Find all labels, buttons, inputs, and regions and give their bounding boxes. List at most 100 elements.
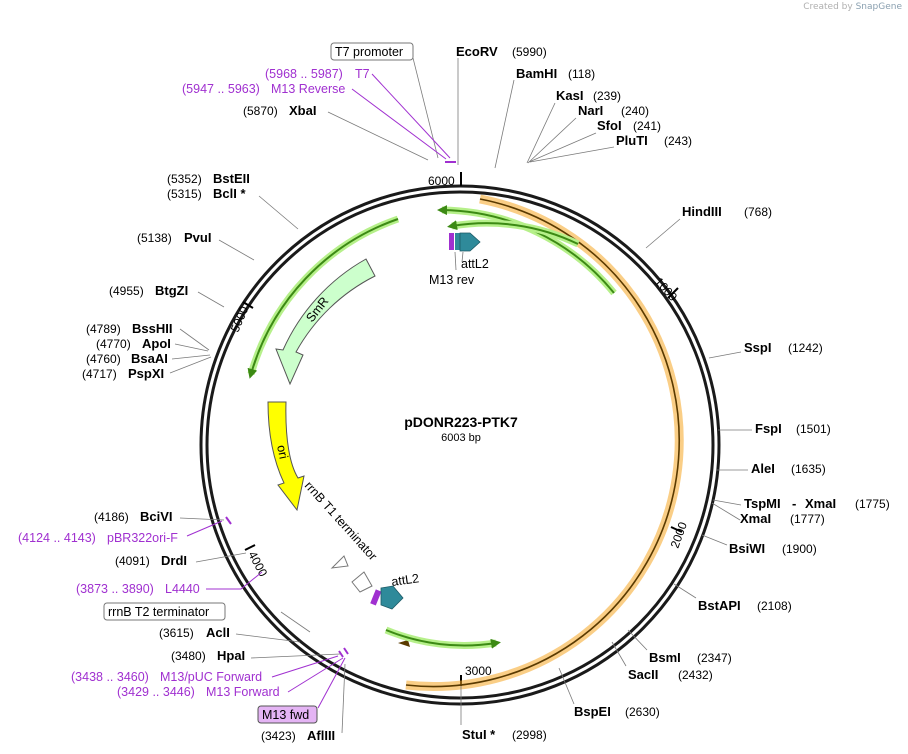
smr-feature: SmR xyxy=(275,258,376,386)
tick-6000: 6000 xyxy=(428,174,455,188)
enzyme-name: BclI * xyxy=(213,186,246,201)
enzyme-pos: (4955) xyxy=(109,284,144,298)
ori-feature: ori xyxy=(267,401,305,512)
attl2-bottom-label: attL2 xyxy=(390,571,420,589)
enzyme-name: HpaI xyxy=(217,648,245,663)
enzyme-pos: (239) xyxy=(593,89,621,103)
enzyme-pos: (5352) xyxy=(167,172,202,186)
enzyme-name: XmaI xyxy=(805,496,836,511)
attl2-top-label: attL2 xyxy=(461,257,489,271)
enzyme-pos: (4760) xyxy=(86,352,121,366)
rrnb-t1-terminator: rrnB T1 terminator xyxy=(302,479,380,593)
primer-range: (5947 .. 5963) xyxy=(182,82,260,96)
enzyme-name: BamHI xyxy=(516,66,557,81)
tick-3000: 3000 xyxy=(465,664,492,678)
enzyme-name: StuI * xyxy=(462,727,496,742)
enzyme-name: ApoI xyxy=(142,336,171,351)
enzyme-name: BstEII xyxy=(213,171,250,186)
enzyme-name: KasI xyxy=(556,88,583,103)
enzyme-name: PluTI xyxy=(616,133,648,148)
gene-arc-left xyxy=(247,215,400,379)
enzyme-name: SspI xyxy=(744,340,771,355)
enzyme-pos: (3480) xyxy=(171,649,206,663)
primer-name: M13 Forward xyxy=(206,685,280,699)
ori-label: ori xyxy=(274,444,291,461)
enzyme-name: PspXI xyxy=(128,366,164,381)
enzyme-name: BsaAI xyxy=(131,351,168,366)
enzyme-pos: (5138) xyxy=(137,231,172,245)
enzyme-pos: (1900) xyxy=(782,542,817,556)
enzyme-pos: (4717) xyxy=(82,367,117,381)
enzyme-name: NarI xyxy=(578,103,603,118)
enzyme-name: FspI xyxy=(755,421,782,436)
tick-2000: 2000 xyxy=(668,520,690,550)
primer-range: (4124 .. 4143) xyxy=(18,531,96,545)
enzyme-pos: (2630) xyxy=(625,705,660,719)
enzyme-name: PvuI xyxy=(184,230,211,245)
primer-range: (3873 .. 3890) xyxy=(76,582,154,596)
enzyme-pos: (1777) xyxy=(790,512,825,526)
m13-fwd-box: M13 fwd xyxy=(257,705,318,724)
t7-promoter-box: T7 promoter xyxy=(330,42,414,61)
enzyme-pos: (3423) xyxy=(261,729,296,743)
enzyme-labels: EcoRV (5990) BamHI (118) KasI (239) NarI… xyxy=(82,44,890,743)
attl2-bottom: attL2 xyxy=(370,571,420,610)
enzyme-leaders xyxy=(169,57,752,734)
enzyme-pos: (240) xyxy=(621,104,649,118)
primer-range: (3429 .. 3446) xyxy=(117,685,195,699)
enzyme-pos: (1775) xyxy=(855,497,890,511)
enzyme-pos: (243) xyxy=(664,134,692,148)
enzyme-pos: (5870) xyxy=(243,104,278,118)
enzyme-name: SacII xyxy=(628,667,658,682)
enzyme-pos: (1501) xyxy=(796,422,831,436)
primer-range: (5968 .. 5987) xyxy=(265,67,343,81)
enzyme-pos: (1635) xyxy=(791,462,826,476)
enzyme-pos: (3615) xyxy=(159,626,194,640)
enzyme-name: AflIII xyxy=(307,728,335,743)
insert-arc xyxy=(398,194,684,692)
t7-promoter-label: T7 promoter xyxy=(335,45,403,59)
enzyme-pos: (2108) xyxy=(757,599,792,613)
enzyme-pos: (2432) xyxy=(678,668,713,682)
primer-name: L4440 xyxy=(165,582,200,596)
m13-fwd-label: M13 fwd xyxy=(262,708,309,722)
enzyme-name: BstAPI xyxy=(698,598,741,613)
enzyme-name: DrdI xyxy=(161,553,187,568)
enzyme-pos: (241) xyxy=(633,119,661,133)
gene-arcs-top xyxy=(437,205,617,296)
enzyme-name: BsiWI xyxy=(729,541,765,556)
enzyme-pos: (2347) xyxy=(697,651,732,665)
plasmid-name: pDONR223-PTK7 xyxy=(404,414,518,430)
m13-rev-label: M13 rev xyxy=(429,273,475,287)
primer-name: M13 Reverse xyxy=(271,82,345,96)
enzyme-pos: (4770) xyxy=(96,337,131,351)
enzyme-pos: (118) xyxy=(568,67,595,81)
enzyme-pos: (5315) xyxy=(167,187,202,201)
rrnb-t2-terminator-box: rrnB T2 terminator xyxy=(103,602,226,621)
enzyme-pos: (4186) xyxy=(94,510,129,524)
enzyme-pos: (4789) xyxy=(86,322,121,336)
primer-labels: (5968 .. 5987) T7 (5947 .. 5963) M13 Rev… xyxy=(18,67,370,699)
rrnb-t1-terminator-label: rrnB T1 terminator xyxy=(302,479,380,564)
enzyme-name: HindIII xyxy=(682,204,722,219)
watermark-brand: SnapGene xyxy=(855,2,902,12)
rrnb-t2-terminator-label: rrnB T2 terminator xyxy=(108,605,209,619)
enzyme-pos: (1242) xyxy=(788,341,823,355)
gene-arc-bottom xyxy=(384,626,501,649)
enzyme-pos: (2998) xyxy=(512,728,547,742)
enzyme-name: SfoI xyxy=(597,118,622,133)
enzyme-separator: - xyxy=(792,496,796,511)
primer-name: pBR322ori-F xyxy=(107,531,178,545)
primer-leaders xyxy=(186,73,451,709)
enzyme-pos: (4091) xyxy=(115,554,150,568)
enzyme-name: BssHII xyxy=(132,321,172,336)
snapgene-watermark: Created by SnapGene xyxy=(803,2,902,12)
enzyme-name: AleI xyxy=(751,461,775,476)
enzyme-name: AclI xyxy=(206,625,230,640)
enzyme-pos: (5990) xyxy=(512,45,547,59)
enzyme-name: XmaI xyxy=(740,511,771,526)
plasmid-length: 6003 bp xyxy=(441,432,481,444)
enzyme-name: BsmI xyxy=(649,650,681,665)
primer-name: M13/pUC Forward xyxy=(160,670,262,684)
